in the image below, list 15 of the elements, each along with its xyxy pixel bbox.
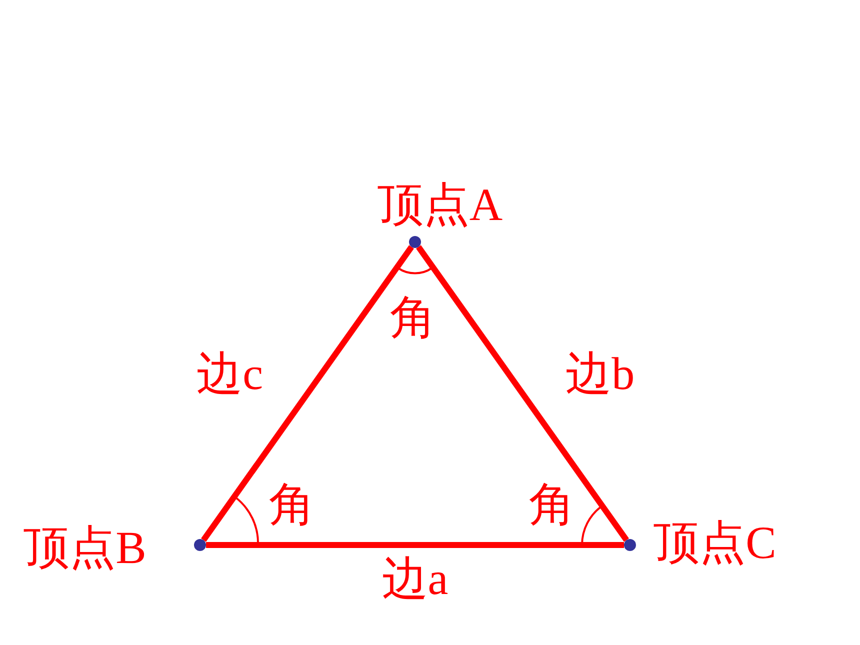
vertex-label: 顶点B: [24, 525, 146, 571]
triangle-side: [416, 245, 629, 542]
triangle-side: [206, 542, 624, 548]
angle-label: 角: [269, 482, 315, 528]
vertex-dot: [194, 539, 206, 551]
vertex-dot: [624, 539, 636, 551]
vertex-dot: [409, 236, 421, 248]
side-label: 边c: [196, 350, 264, 397]
side-label: 边b: [566, 350, 635, 397]
side-label: 边a: [382, 556, 448, 602]
triangle-side: [201, 245, 414, 542]
angle-label: 角: [390, 295, 436, 341]
vertex-label: 顶点A: [377, 182, 503, 228]
vertex-label: 顶点C: [654, 520, 776, 566]
angle-label: 角: [529, 482, 575, 528]
